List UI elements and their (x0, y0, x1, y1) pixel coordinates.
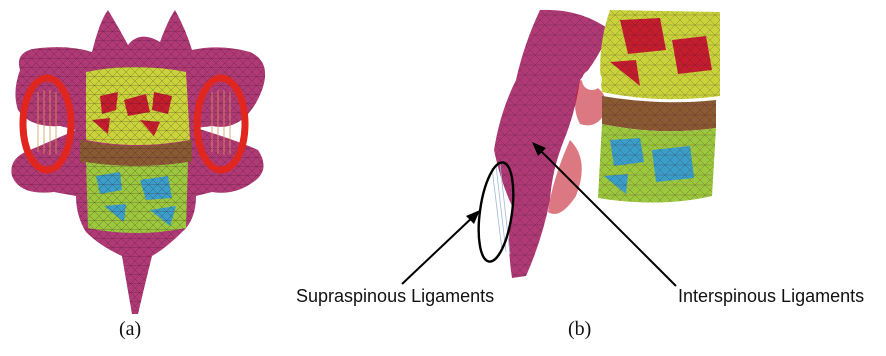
supraspinous-arrow (402, 214, 476, 284)
caption-panel-b: (b) (568, 318, 591, 341)
vertebra-front-view (0, 0, 280, 318)
label-supraspinous-ligaments: Supraspinous Ligaments (296, 286, 494, 307)
panel-b-vertebra-lateral (280, 0, 886, 318)
vertebra-side-view (280, 0, 886, 318)
caption-panel-a: (a) (119, 318, 141, 341)
panel-a-vertebra-model (0, 0, 280, 318)
label-interspinous-ligaments: Interspinous Ligaments (678, 286, 864, 307)
